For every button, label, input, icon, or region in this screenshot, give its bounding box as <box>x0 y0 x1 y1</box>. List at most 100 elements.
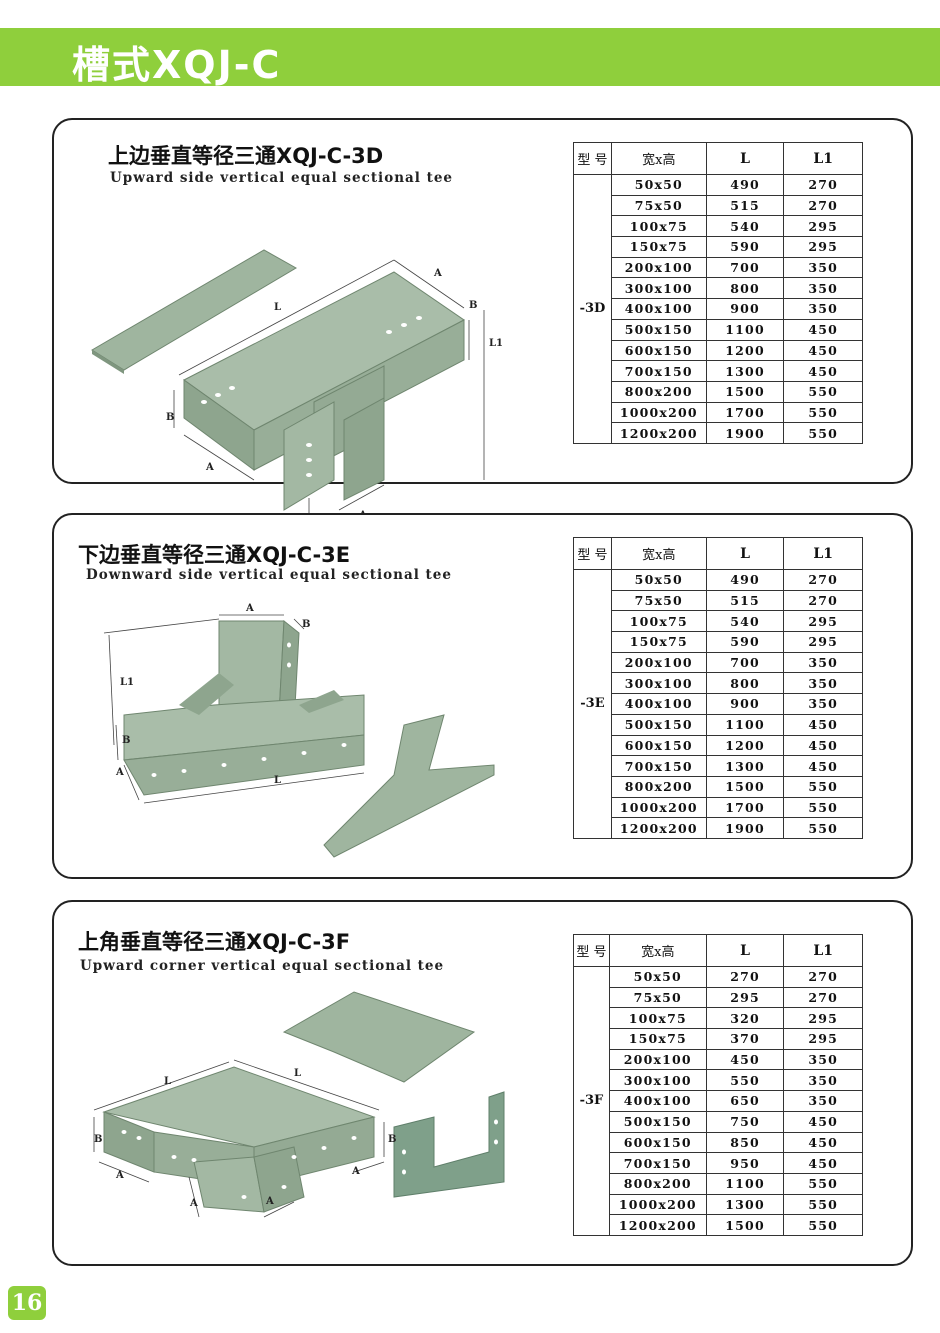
size-cell: 700x150 <box>608 1152 707 1174</box>
l-cell: 370 <box>705 1028 785 1050</box>
model-cell: -3F <box>573 966 610 1236</box>
l1-cell: 270 <box>783 194 863 217</box>
l1-cell: 270 <box>783 569 863 591</box>
dim-label-B: B <box>388 1134 396 1145</box>
size-cell: 400x100 <box>610 298 707 320</box>
size-cell: 800x200 <box>610 775 707 798</box>
header-bar <box>0 28 940 86</box>
l1-cell: 450 <box>783 318 863 341</box>
size-cell: 700x150 <box>610 755 707 777</box>
l-cell: 1100 <box>705 1172 785 1195</box>
l1-cell: 450 <box>783 734 863 757</box>
l1-cell: 450 <box>783 1110 863 1133</box>
l-cell: 850 <box>705 1131 785 1154</box>
l-cell: 800 <box>705 672 785 695</box>
dim-label-A: A <box>115 1170 124 1181</box>
l-cell: 515 <box>705 589 785 612</box>
dim-label-B: B <box>166 412 174 423</box>
dim-label-B: B <box>302 619 310 630</box>
l1-cell: 550 <box>783 1172 863 1195</box>
header-L1: L1 <box>783 934 863 967</box>
l-cell: 540 <box>705 215 785 238</box>
header-model: 型 号 <box>573 142 612 175</box>
dim-label-A: A <box>189 1198 198 1209</box>
size-cell: 800x200 <box>610 380 707 403</box>
size-cell: 700x150 <box>610 360 707 382</box>
size-cell: 300x100 <box>608 1069 707 1092</box>
dim-label-L1: L1 <box>120 677 134 688</box>
l-cell: 1100 <box>705 713 785 736</box>
tee-3f-illustration: L L B B A A A A <box>93 991 505 1218</box>
size-cell: 50x50 <box>610 569 707 591</box>
l1-cell: 270 <box>783 966 863 988</box>
l-cell: 490 <box>705 174 785 196</box>
l1-cell: 270 <box>783 174 863 196</box>
l-cell: 590 <box>705 236 785 258</box>
section-subtitle: Downward side vertical equal sectional t… <box>86 567 452 583</box>
size-cell: 50x50 <box>610 174 707 196</box>
l1-cell: 350 <box>783 672 863 695</box>
size-cell: 800x200 <box>608 1172 707 1195</box>
tee-3d-illustration: L A B L1 B A B A <box>91 249 503 528</box>
l1-cell: 350 <box>783 693 863 715</box>
l1-cell: 350 <box>783 1090 863 1112</box>
dim-label-A: A <box>265 1196 274 1207</box>
l-cell: 1900 <box>705 422 785 444</box>
size-cell: 1200x200 <box>610 422 707 444</box>
header-size: 宽x高 <box>610 537 707 570</box>
header-L1: L1 <box>783 142 863 175</box>
size-cell: 400x100 <box>608 1090 707 1112</box>
size-cell: 500x150 <box>610 318 707 341</box>
l1-cell: 450 <box>783 713 863 736</box>
section-panel-3f: 上角垂直等径三通XQJ-C-3F Upward corner vertical … <box>52 900 913 1266</box>
dim-label-B: B <box>469 300 477 311</box>
l-cell: 320 <box>705 1007 785 1030</box>
size-cell: 100x75 <box>608 1007 707 1030</box>
l1-cell: 350 <box>783 651 863 674</box>
l-cell: 1500 <box>705 380 785 403</box>
section-panel-3e: 下边垂直等径三通XQJ-C-3E Downward side vertical … <box>52 513 913 879</box>
l1-cell: 550 <box>783 1193 863 1216</box>
l1-cell: 350 <box>783 298 863 320</box>
l-cell: 1100 <box>705 318 785 341</box>
section-title: 上边垂直等径三通XQJ-C-3D <box>108 144 384 168</box>
l1-cell: 450 <box>783 360 863 382</box>
dim-label-L1: L1 <box>489 338 503 349</box>
size-cell: 600x150 <box>610 339 707 362</box>
l-cell: 1900 <box>705 817 785 839</box>
l1-cell: 550 <box>783 817 863 839</box>
size-cell: 75x50 <box>610 589 707 612</box>
l1-cell: 350 <box>783 1069 863 1092</box>
size-cell: 500x150 <box>608 1110 707 1133</box>
size-cell: 1200x200 <box>608 1214 707 1236</box>
l-cell: 1500 <box>705 775 785 798</box>
header-model: 型 号 <box>573 934 610 967</box>
l1-cell: 450 <box>783 755 863 777</box>
size-cell: 50x50 <box>608 966 707 988</box>
l-cell: 650 <box>705 1090 785 1112</box>
